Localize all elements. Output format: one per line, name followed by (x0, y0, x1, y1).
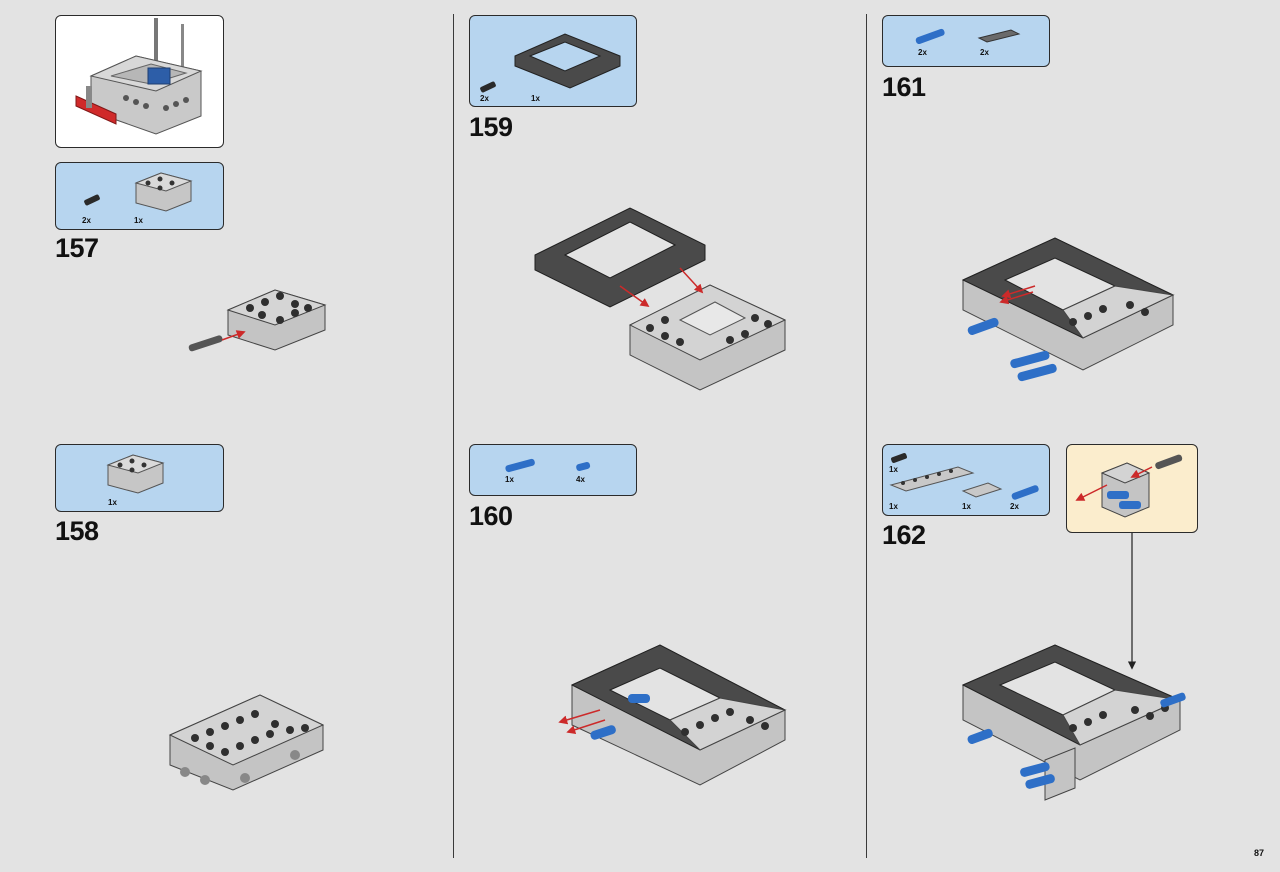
step-157-parts-drawing (84, 172, 193, 212)
step-160-part-qty-1: 1x (505, 475, 514, 484)
step-157-part-qty-1: 2x (82, 216, 91, 225)
column-divider-1 (453, 14, 454, 858)
step-158-assembly (168, 694, 325, 791)
step-157-parts-list: 2x 1x (55, 162, 224, 230)
step-162-part-qty-2: 1x (889, 502, 898, 511)
step-160-parts-list: 1x 4x (469, 444, 637, 496)
step-162-part-qty-1: 1x (889, 465, 898, 474)
step-159-parts-list: 2x 1x (469, 15, 637, 107)
model-thumbnail (55, 15, 224, 148)
step-162-part-qty-4: 2x (1010, 502, 1019, 511)
step-161-part-qty-1: 2x (918, 48, 927, 57)
step-162-subassembly-callout (1066, 444, 1198, 533)
step-161-parts-list: 2x 2x (882, 15, 1050, 67)
step-161-part-qty-2: 2x (980, 48, 989, 57)
step-162-parts-drawing (889, 453, 1039, 500)
step-159-assembly (534, 207, 787, 391)
step-161-number: 161 (882, 72, 926, 102)
step-160-number: 160 (469, 501, 513, 531)
step-157-assembly (188, 289, 327, 352)
step-162-part-qty-3: 1x (962, 502, 971, 511)
column-divider-2 (866, 14, 867, 858)
model-thumbnail-drawing (75, 18, 203, 135)
step-159-part-qty-1: 2x (480, 94, 489, 103)
step-161-assembly (961, 237, 1175, 382)
friction-pin-icon (84, 194, 100, 206)
step-159-number: 159 (469, 112, 513, 142)
step-158-number: 158 (55, 516, 99, 546)
step-160-part-qty-2: 4x (576, 475, 585, 484)
step-157-part-qty-2: 1x (134, 216, 143, 225)
step-159-part-qty-2: 1x (531, 94, 540, 103)
step-162-parts-list: 1x 1x 1x 2x (882, 444, 1050, 516)
callout-pointer-arrow (1127, 533, 1137, 670)
step-157-number: 157 (55, 233, 99, 263)
step-158-parts-list: 1x (55, 444, 224, 512)
page-number: 87 (1253, 848, 1264, 858)
step-162-callout-drawing (1075, 454, 1183, 518)
step-158-parts-drawing (106, 454, 165, 494)
step-158-part-qty-1: 1x (108, 498, 117, 507)
step-160-assembly (558, 644, 787, 786)
step-162-assembly (961, 644, 1186, 801)
step-161-parts-drawing (915, 28, 1021, 45)
step-162-number: 162 (882, 520, 926, 550)
step-160-parts-drawing (505, 458, 591, 473)
step-159-parts-drawing (480, 33, 621, 93)
frame-brick-icon (134, 172, 193, 212)
